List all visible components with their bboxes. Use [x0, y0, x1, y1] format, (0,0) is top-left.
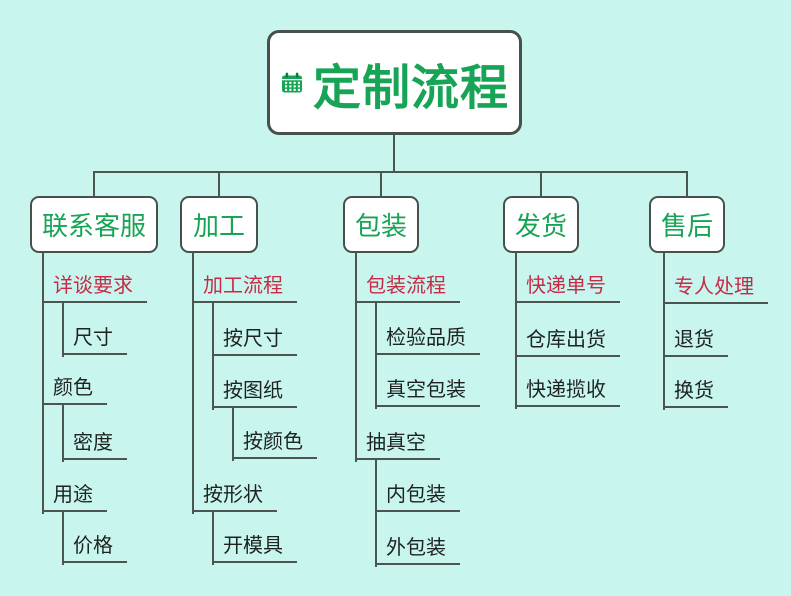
node-mold-making: 开模具	[212, 533, 297, 563]
connector-line	[380, 171, 382, 196]
connector-line	[62, 303, 64, 357]
node-vacuumize: 抽真空	[355, 430, 440, 460]
node-discuss-requirements: 详谈要求	[42, 273, 147, 303]
connector-line	[663, 252, 665, 410]
connector-line	[355, 252, 357, 462]
connector-line	[62, 512, 64, 565]
node-tracking-number: 快递单号	[515, 273, 620, 303]
connector-line	[393, 135, 395, 173]
node-dedicated-handling: 专人处理	[663, 274, 768, 304]
node-color: 颜色	[42, 375, 107, 405]
branch-processing: 加工	[180, 196, 258, 253]
connector-line	[94, 171, 688, 173]
connector-line	[93, 171, 95, 196]
calendar-icon	[281, 72, 302, 92]
connector-line	[375, 460, 377, 567]
connector-line	[62, 405, 64, 462]
connector-line	[212, 512, 214, 565]
connector-line	[686, 171, 688, 196]
node-by-drawing: 按图纸	[212, 378, 297, 408]
node-by-color: 按颜色	[232, 429, 317, 459]
connector-line	[212, 303, 214, 410]
node-by-size: 按尺寸	[212, 326, 297, 356]
branch-aftersales: 售后	[649, 196, 725, 253]
node-warehouse-outbound: 仓库出货	[515, 327, 620, 357]
node-exchanges: 换货	[663, 378, 728, 408]
node-by-shape: 按形状	[192, 482, 277, 512]
node-price: 价格	[62, 533, 127, 563]
node-returns: 退货	[663, 327, 728, 357]
connector-line	[540, 171, 542, 196]
connector-line	[192, 252, 194, 514]
connector-line	[375, 303, 377, 409]
branch-contact-service: 联系客服	[30, 196, 158, 253]
node-density: 密度	[62, 430, 127, 460]
connector-line	[218, 171, 220, 196]
root-node-custom-process: 定制流程	[267, 30, 522, 135]
connector-line	[515, 252, 517, 409]
node-courier-pickup: 快递揽收	[515, 377, 620, 407]
node-packaging-flow: 包装流程	[355, 273, 460, 303]
node-size: 尺寸	[62, 325, 127, 355]
node-processing-flow: 加工流程	[192, 273, 297, 303]
branch-shipping: 发货	[503, 196, 579, 253]
node-inner-packaging: 内包装	[375, 482, 460, 512]
node-outer-packaging: 外包装	[375, 535, 460, 565]
node-quality-inspection: 检验品质	[375, 325, 480, 355]
root-title: 定制流程	[312, 61, 509, 115]
branch-packaging: 包装	[343, 196, 419, 253]
connector-line	[42, 252, 44, 514]
connector-line	[232, 408, 234, 461]
node-usage: 用途	[42, 482, 107, 512]
node-vacuum-packaging: 真空包装	[375, 377, 480, 407]
